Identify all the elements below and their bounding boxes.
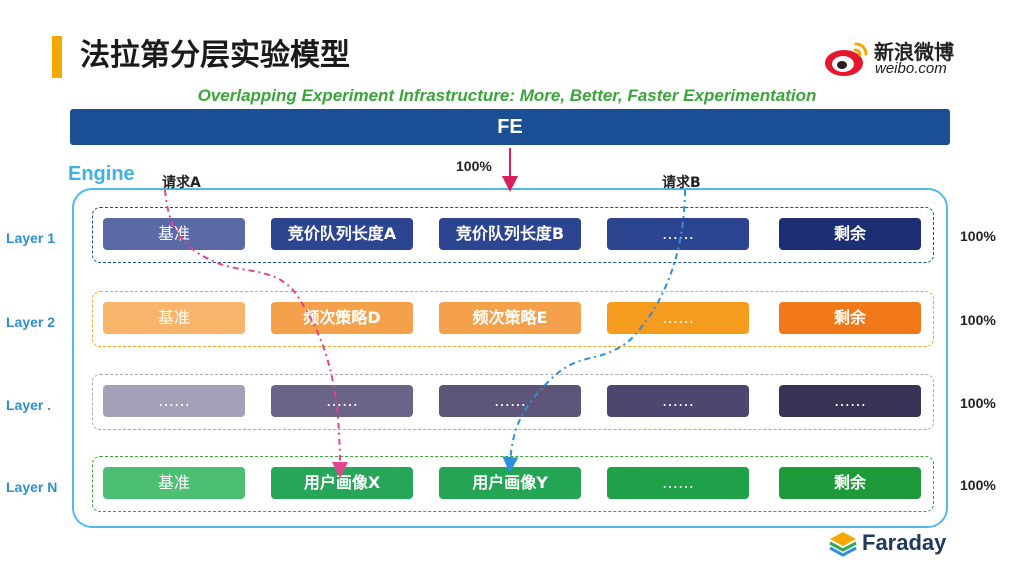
experiment-cell: ……: [607, 467, 749, 499]
layer-label: Layer N: [6, 479, 58, 495]
experiment-cell: ……: [607, 302, 749, 334]
experiment-cell: 剩余: [779, 302, 921, 334]
layer-box: 基准频次策略D 频次策略E …… 剩余: [92, 291, 934, 347]
request-b-label: 请求B: [662, 175, 701, 191]
experiment-cell: ……: [103, 385, 245, 417]
subtitle: Overlapping Experiment Infrastructure: M…: [197, 86, 817, 105]
title-accent-bar: [52, 36, 62, 78]
layer-percent: 100%: [960, 228, 996, 244]
experiment-cell: 用户画像X: [271, 467, 413, 499]
experiment-cell: 基准: [103, 218, 245, 250]
fe-bar: FE: [70, 109, 950, 145]
faraday-brand: Faraday: [862, 530, 947, 555]
experiment-cell: ……: [607, 385, 749, 417]
experiment-cell: 剩余: [779, 218, 921, 250]
faraday-logo-icon: [829, 532, 857, 557]
layer-label: Layer 1: [6, 230, 56, 246]
weibo-logo-icon: [825, 42, 868, 76]
layer-percent: 100%: [960, 477, 996, 493]
logo-text-zh: 新浪微博: [874, 40, 954, 64]
experiment-cell: 剩余: [779, 467, 921, 499]
fe-percent: 100%: [456, 158, 492, 174]
request-a-label: 请求A: [162, 175, 201, 191]
layer-label: Layer 2: [6, 314, 56, 330]
layer-box: …… …… …… …… ……: [92, 374, 934, 430]
layer-box: 基准用户画像X 用户画像Y …… 剩余: [92, 456, 934, 512]
experiment-cell: 用户画像Y: [439, 467, 581, 499]
layer-percent: 100%: [960, 395, 996, 411]
layer-box: 基准竞价队列长度A 竞价队列长度B …… 剩余: [92, 207, 934, 263]
experiment-cell: 基准: [103, 302, 245, 334]
layer-label: Layer .: [6, 397, 52, 413]
experiment-cell: ……: [271, 385, 413, 417]
logo-text-en: weibo.com: [875, 60, 947, 77]
page-title: 法拉第分层实验模型: [80, 38, 350, 73]
experiment-cell: ……: [607, 218, 749, 250]
engine-label: Engine: [68, 163, 135, 185]
layer-percent: 100%: [960, 312, 996, 328]
experiment-cell: 频次策略E: [439, 302, 581, 334]
experiment-cell: 竞价队列长度A: [271, 218, 413, 250]
experiment-cell: ……: [439, 385, 581, 417]
experiment-cell: ……: [779, 385, 921, 417]
experiment-cell: 竞价队列长度B: [439, 218, 581, 250]
experiment-cell: 频次策略D: [271, 302, 413, 334]
experiment-cell: 基准: [103, 467, 245, 499]
